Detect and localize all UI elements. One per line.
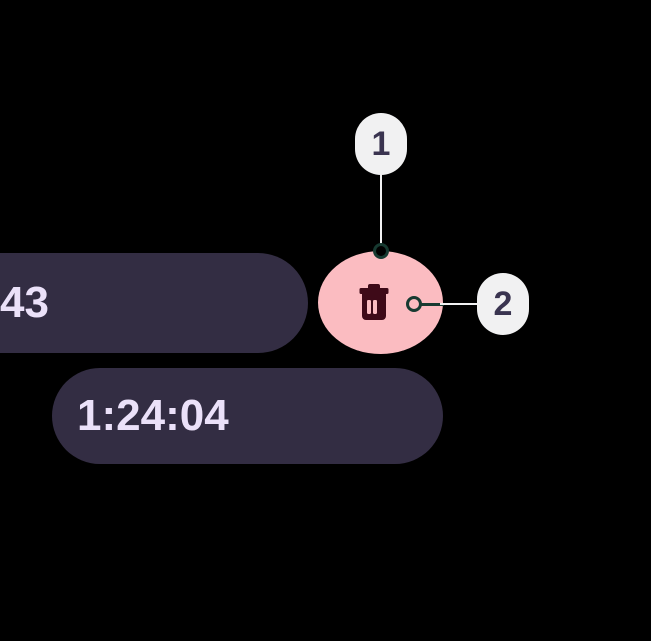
annotation-marker-label: 2 (493, 285, 513, 323)
anchor-point-right[interactable] (406, 296, 422, 312)
connector-line-vertical (380, 172, 382, 252)
timeline-segment-duration[interactable]: 1:24:04 (52, 368, 443, 464)
trash-icon (359, 284, 389, 320)
annotation-marker-label: 1 (371, 125, 391, 163)
timeline-segment-label: 43 (0, 278, 49, 327)
annotation-marker-1[interactable]: 1 (355, 113, 407, 175)
connector-line-horizontal-inner (414, 303, 444, 306)
connector-line-horizontal-outer (440, 303, 483, 305)
anchor-point-top[interactable] (373, 243, 389, 259)
annotation-marker-2[interactable]: 2 (477, 273, 529, 335)
delete-action-button[interactable] (318, 251, 443, 354)
timeline-segment-truncated[interactable]: 43 (0, 253, 308, 353)
timeline-segment-label: 1:24:04 (77, 391, 229, 440)
